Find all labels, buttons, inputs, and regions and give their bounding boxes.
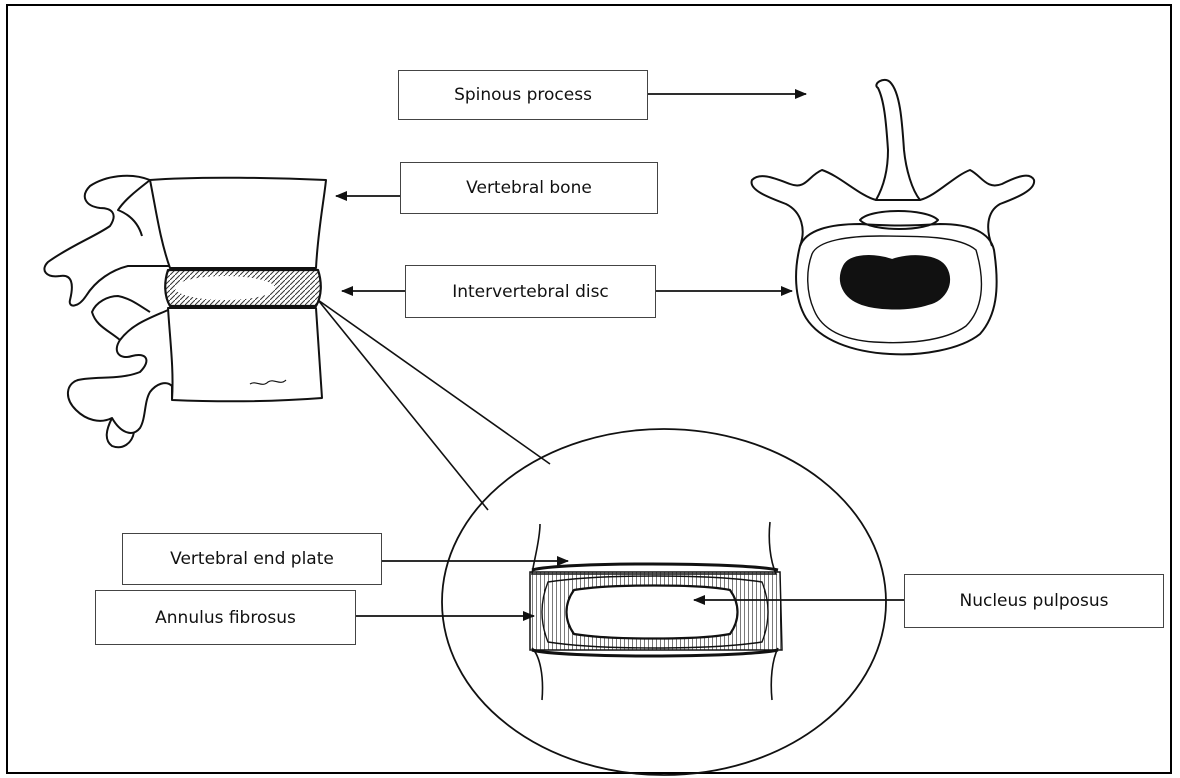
label-vertebral-end-plate: Vertebral end plate — [122, 533, 382, 585]
magnified-disc-view — [442, 429, 886, 775]
upper-end-plate — [532, 564, 778, 570]
axial-vertebra-illustration — [752, 80, 1035, 355]
lateral-disc-highlight — [175, 276, 275, 300]
label-nucleus-pulposus: Nucleus pulposus — [904, 574, 1164, 628]
zoom-line-lower — [318, 300, 488, 510]
axial-nucleus — [841, 256, 949, 308]
upper-posterior-elements — [44, 176, 170, 306]
axial-laminae — [752, 170, 876, 246]
label-intervertebral-disc: Intervertebral disc — [405, 265, 656, 318]
lower-vertebral-body — [168, 308, 322, 401]
lower-facet — [92, 296, 150, 340]
label-vertebral-bone: Vertebral bone — [400, 162, 658, 214]
signature-scribble — [250, 380, 286, 384]
label-annulus-fibrosus: Annulus fibrosus — [95, 590, 356, 645]
lateral-vertebrae-illustration — [44, 176, 326, 447]
nucleus-shape — [567, 586, 738, 639]
lower-posterior-elements — [68, 310, 172, 433]
upper-facet — [118, 180, 150, 236]
lower-end-plate — [532, 650, 778, 656]
axial-laminae-right — [920, 170, 1034, 246]
label-spinous-process: Spinous process — [398, 70, 648, 120]
axial-spinous-process — [876, 80, 920, 200]
zoom-connector-lines — [318, 300, 550, 510]
upper-vertebral-body — [150, 178, 326, 268]
zoom-line-upper — [318, 300, 550, 464]
